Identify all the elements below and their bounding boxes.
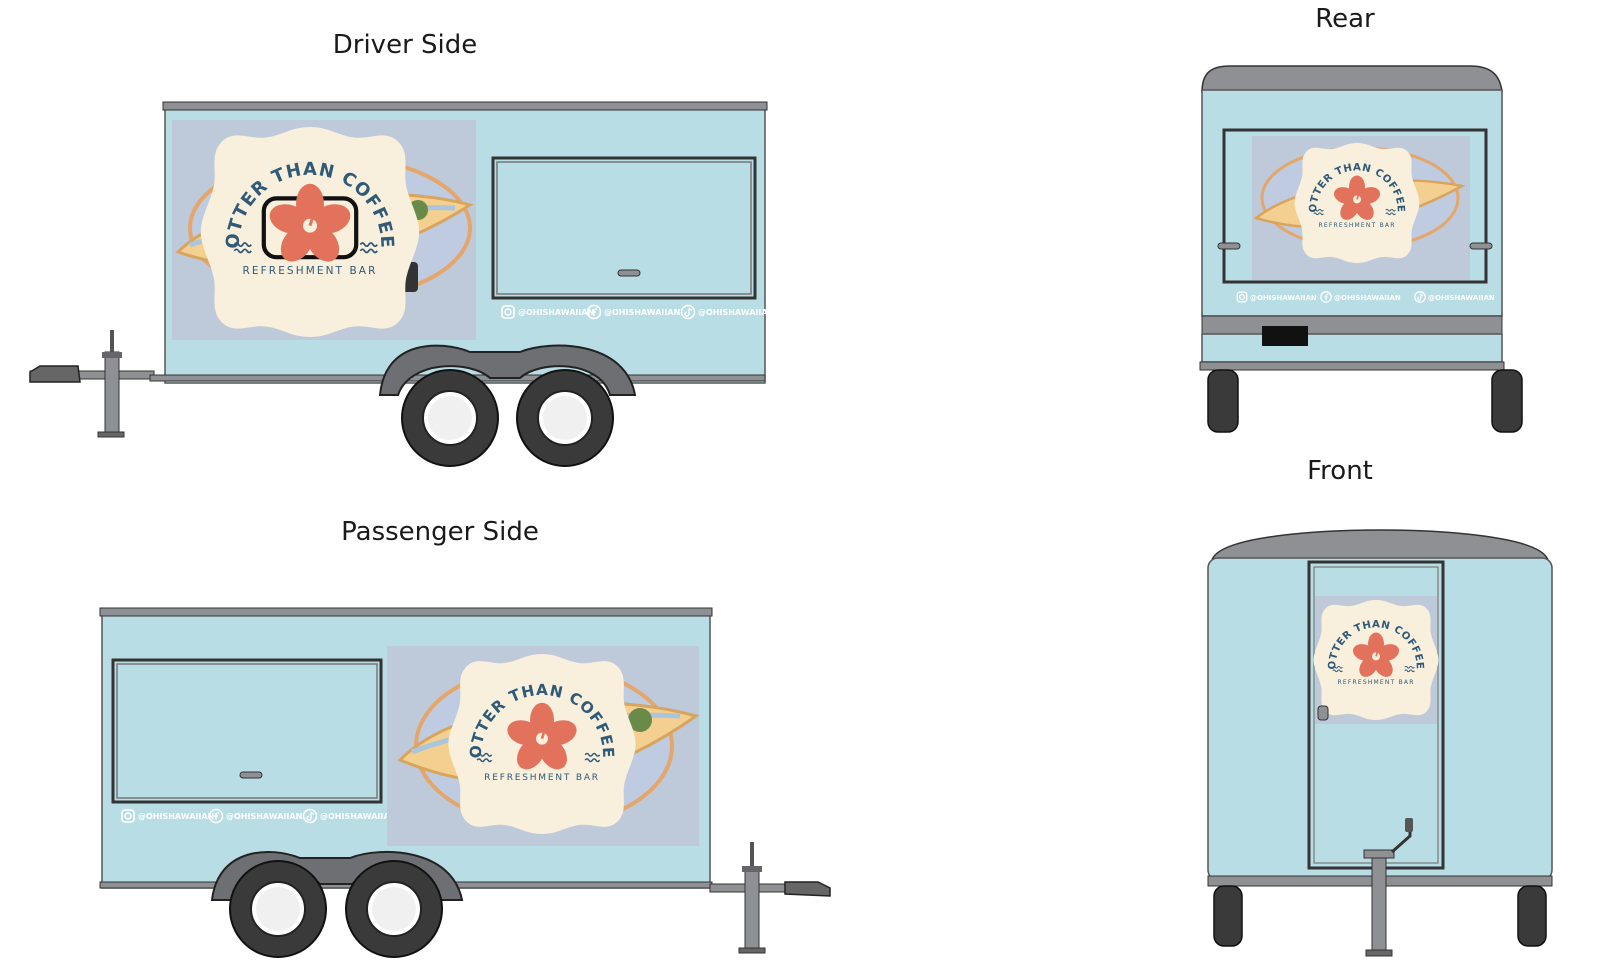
hitch-coupler [784,881,831,897]
rear-view: OTTER THAN COFFEE REFRESHMENT BAR @OHISH… [1199,65,1523,433]
front-title: Front [1307,456,1373,486]
tiktok-handle: @OHISHAWAIIAN [1428,294,1495,302]
logo-badge: OTTER THAN COFFEE REFRESHMENT BAR [1294,143,1420,263]
driver-side-title: Driver Side [332,30,478,60]
wheel [516,369,614,467]
social-row: @OHISHAWAIIAN @OHISHAWAIIAN @OHISHAWAIIA… [121,808,396,824]
door-handle [1317,705,1329,721]
door-handle [1217,242,1241,250]
logo-sub-text: REFRESHMENT BAR [1337,679,1414,686]
instagram-handle: @OHISHAWAIIAN [138,812,214,821]
facebook-handle: @OHISHAWAIIAN [1334,294,1401,302]
logo-sub-text: REFRESHMENT BAR [484,773,600,783]
wheel [229,860,327,958]
rear-bumper [1201,315,1503,335]
facebook-handle: @OHISHAWAIIAN [226,812,302,821]
logo-badge: OTTER THAN COFFEE REFRESHMENT BAR [1313,600,1439,720]
logo-sub-text: REFRESHMENT BAR [243,265,378,277]
social-row: @OHISHAWAIIAN @OHISHAWAIIAN @OHISHAWAIIA… [1236,291,1495,303]
front-view: OTTER THAN COFFEE REFRESHMENT BAR [1207,529,1553,957]
wheel [1213,885,1243,947]
wheel [345,860,443,958]
roof-trim [162,101,768,111]
instagram-handle: @OHISHAWAIIAN [518,308,594,317]
wheel [1207,369,1239,433]
license-plate [1262,326,1308,346]
tiktok-handle: @OHISHAWAIIAN [698,308,774,317]
instagram-handle: @OHISHAWAIIAN [1250,294,1317,302]
window-handle [239,771,263,779]
window-handle [617,269,641,277]
frame-rail [1199,361,1505,371]
roof-trim [99,607,713,617]
wheel [401,369,499,467]
hitch-coupler [29,365,81,383]
logo-badge: OTTER THAN COFFEE REFRESHMENT BAR [448,654,636,834]
serving-window [111,658,383,804]
serving-window [491,156,757,300]
tiktok-handle: @OHISHAWAIIAN [320,812,396,821]
logo-sub-text: REFRESHMENT BAR [1318,222,1395,229]
rear-title: Rear [1315,4,1375,34]
facebook-handle: @OHISHAWAIIAN [604,308,680,317]
roof-cap [1201,65,1503,93]
roof-cap [1210,529,1550,561]
door-handle [1469,242,1493,250]
passenger-side-title: Passenger Side [341,517,539,547]
driver-side-view: OTTER THAN COFFEE REFRESHMENT BAR @OHISH… [29,101,774,467]
logo-badge: OTTER THAN COFFEE REFRESHMENT BAR [200,127,420,338]
wheel-fender [378,344,637,396]
tongue-jack [744,867,760,951]
wheel [1517,885,1547,947]
wheel [1491,369,1523,433]
tongue-jack [1371,855,1387,957]
passenger-side-view: @OHISHAWAIIAN @OHISHAWAIIAN @OHISHAWAIIA… [99,607,831,958]
social-row: @OHISHAWAIIAN @OHISHAWAIIAN @OHISHAWAIIA… [501,304,774,320]
tongue-jack [104,351,120,435]
